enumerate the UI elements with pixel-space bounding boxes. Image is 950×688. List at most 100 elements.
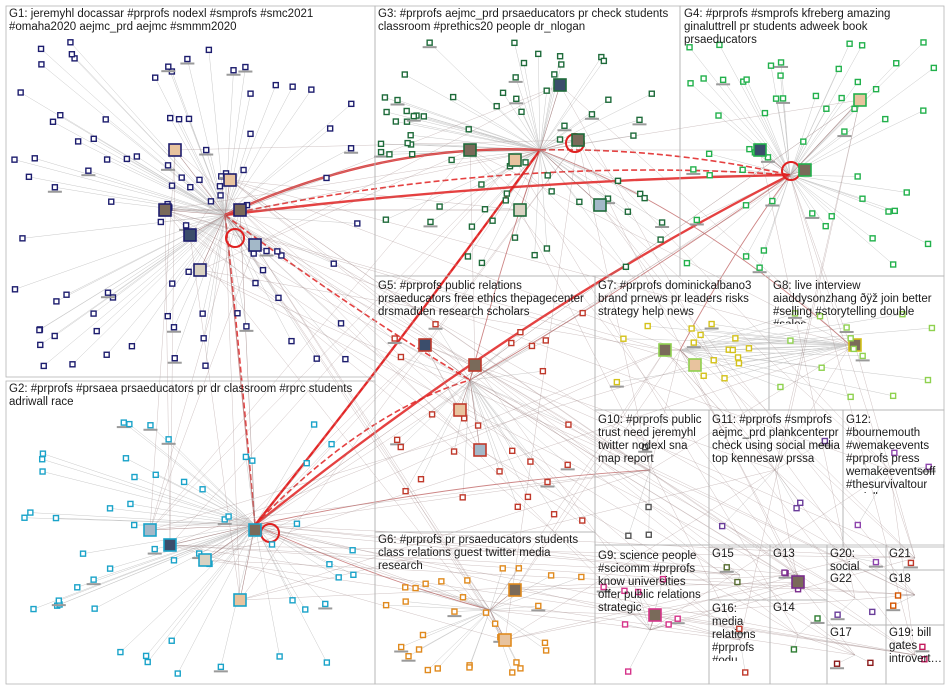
node-g11[interactable] <box>821 437 829 445</box>
node-g2[interactable] <box>106 565 114 572</box>
node-g1[interactable] <box>337 320 345 327</box>
node-g2[interactable] <box>174 670 181 677</box>
node-g3[interactable] <box>489 217 496 224</box>
node-g2[interactable] <box>117 648 124 656</box>
node-g6[interactable] <box>464 577 471 584</box>
node-g2[interactable] <box>328 440 335 448</box>
node-g2[interactable] <box>323 659 331 666</box>
node-g1[interactable] <box>17 89 24 96</box>
node-g5[interactable] <box>450 448 458 455</box>
node-g1[interactable] <box>330 260 337 267</box>
node-g4[interactable] <box>767 62 775 69</box>
node-g4[interactable] <box>772 95 780 102</box>
profile-node-g3[interactable] <box>508 153 522 167</box>
node-g6[interactable] <box>542 647 550 654</box>
node-g6[interactable] <box>397 643 405 651</box>
node-g8[interactable] <box>847 393 854 401</box>
node-g1[interactable] <box>185 268 192 276</box>
node-g1[interactable] <box>85 167 92 174</box>
node-g9[interactable] <box>600 583 607 591</box>
node-g1[interactable] <box>123 155 131 163</box>
node-g11[interactable] <box>797 499 804 507</box>
node-g2[interactable] <box>302 606 309 613</box>
node-g10[interactable] <box>642 444 649 451</box>
node-g4[interactable] <box>705 150 713 158</box>
node-g8[interactable] <box>850 345 857 353</box>
node-g16[interactable] <box>736 625 743 633</box>
node-g1[interactable] <box>354 220 361 227</box>
profile-node-g13[interactable] <box>791 575 805 589</box>
node-g8[interactable] <box>889 392 897 400</box>
node-g2[interactable] <box>322 600 329 608</box>
node-g6[interactable] <box>405 652 412 660</box>
node-g6[interactable] <box>491 620 499 627</box>
profile-node-g1[interactable] <box>223 173 237 187</box>
node-g1[interactable] <box>164 162 172 169</box>
node-g3[interactable] <box>468 223 476 230</box>
node-g3[interactable] <box>558 61 565 68</box>
node-g2[interactable] <box>165 436 172 443</box>
node-g2[interactable] <box>144 658 151 666</box>
node-g1[interactable] <box>203 146 210 154</box>
node-g4[interactable] <box>822 222 829 230</box>
node-g1[interactable] <box>348 100 355 108</box>
node-g1[interactable] <box>53 298 60 305</box>
node-g6[interactable] <box>547 572 555 579</box>
node-g1[interactable] <box>289 83 296 90</box>
node-g4[interactable] <box>687 80 694 87</box>
node-g1[interactable] <box>182 222 190 229</box>
node-g1[interactable] <box>67 39 74 46</box>
node-g8[interactable] <box>859 352 866 360</box>
node-g9[interactable] <box>621 621 629 628</box>
node-g2[interactable] <box>293 520 301 527</box>
node-g2[interactable] <box>326 561 333 568</box>
profile-node-g6[interactable] <box>498 633 512 647</box>
node-g6[interactable] <box>517 665 524 672</box>
node-g4[interactable] <box>769 197 776 205</box>
node-g3[interactable] <box>630 132 637 139</box>
node-g4[interactable] <box>690 166 697 173</box>
node-g1[interactable] <box>171 355 178 362</box>
node-g18[interactable] <box>894 592 902 599</box>
node-g6[interactable] <box>578 573 585 581</box>
node-g3[interactable] <box>561 122 568 129</box>
node-g3[interactable] <box>499 89 507 97</box>
node-g4[interactable] <box>920 107 927 114</box>
node-g3[interactable] <box>392 118 400 125</box>
node-g2[interactable] <box>242 453 250 461</box>
profile-node-g8[interactable] <box>688 358 702 372</box>
profile-node-g6[interactable] <box>508 583 522 597</box>
node-g7[interactable] <box>688 325 695 332</box>
node-g1[interactable] <box>234 310 241 317</box>
node-g3[interactable] <box>556 53 564 60</box>
node-g6[interactable] <box>382 601 390 609</box>
node-g3[interactable] <box>427 218 434 226</box>
node-g1[interactable] <box>247 90 254 97</box>
node-g1[interactable] <box>133 153 141 160</box>
node-g14[interactable] <box>790 646 798 653</box>
node-g3[interactable] <box>408 150 416 158</box>
node-g2[interactable] <box>170 557 178 564</box>
node-g1[interactable] <box>308 86 315 93</box>
node-g12[interactable] <box>891 449 898 457</box>
node-g2[interactable] <box>335 574 342 581</box>
node-g4[interactable] <box>924 240 932 248</box>
node-g12[interactable] <box>854 521 862 529</box>
node-g3[interactable] <box>624 208 632 215</box>
node-g1[interactable] <box>199 310 206 317</box>
node-g6[interactable] <box>402 598 409 605</box>
node-g2[interactable] <box>55 597 63 604</box>
node-g1[interactable] <box>11 156 18 163</box>
node-g2[interactable] <box>126 420 133 428</box>
node-g2[interactable] <box>180 478 188 486</box>
node-g5[interactable] <box>539 367 547 375</box>
node-g3[interactable] <box>600 57 608 65</box>
node-g3[interactable] <box>648 90 655 97</box>
node-g4[interactable] <box>706 172 713 179</box>
node-g1[interactable] <box>175 115 183 123</box>
node-g3[interactable] <box>543 245 551 252</box>
node-g4[interactable] <box>869 235 876 242</box>
node-g2[interactable] <box>131 473 138 481</box>
node-g2[interactable] <box>27 509 34 516</box>
node-g4[interactable] <box>828 213 835 220</box>
